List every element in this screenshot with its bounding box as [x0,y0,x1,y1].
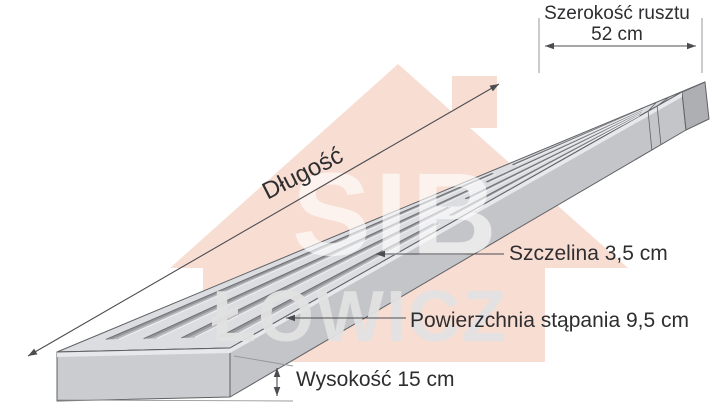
grate-3d-drawing [56,81,710,402]
stepping-surface-dimension-label: Powierzchnia stąpania 9,5 cm [410,309,689,332]
watermark-sib-text: SIB [292,149,501,281]
watermark-lowicz-text: ŁOWICZ [212,277,508,357]
width-label-value: 52 cm [591,24,643,45]
dimension-lines [27,18,703,402]
slot-gap-dimension-label: Szczelina 3,5 cm [509,242,668,265]
width-label-line1: Szerokość rusztu [544,3,690,24]
height-dimension-label: Wysokość 15 cm [296,368,455,391]
width-dimension-label: Szerokość rusztu 52 cm [527,3,707,45]
